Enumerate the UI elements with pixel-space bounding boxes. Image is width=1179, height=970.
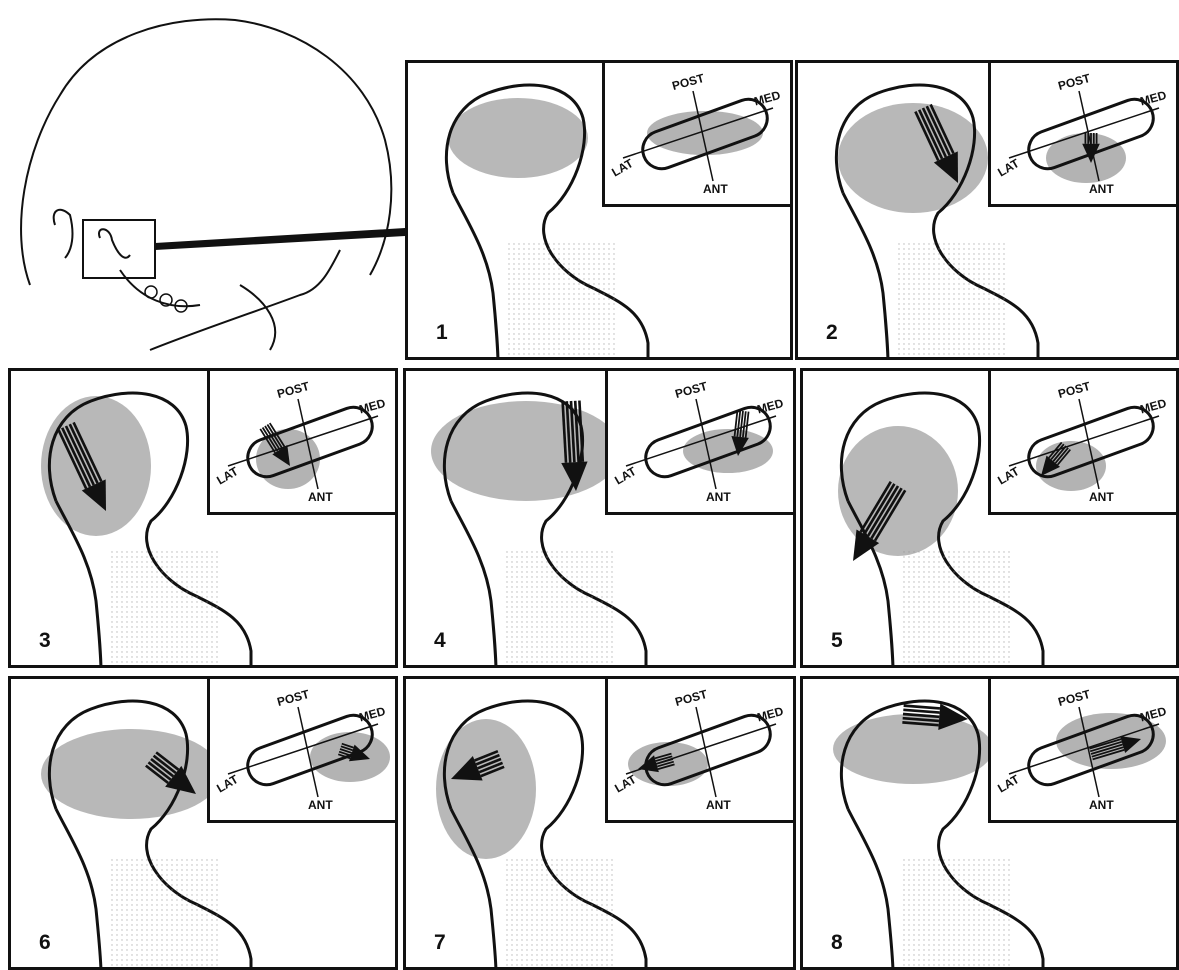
label-lat: LAT [214,772,241,796]
label-ant: ANT [308,490,333,504]
orientation-inset: POST MED LAT ANT [605,371,793,515]
label-ant: ANT [1089,798,1114,812]
panel-number: 3 [39,629,51,653]
label-med: MED [1138,396,1168,417]
label-ant: ANT [1089,490,1114,504]
label-med: MED [357,396,387,417]
shaded-region [838,103,988,213]
shaded-region [41,396,151,536]
label-post: POST [671,71,707,93]
label-post: POST [276,379,312,401]
label-med: MED [755,396,785,417]
panel-number: 5 [831,629,843,653]
cheek-outline [240,285,275,350]
neck-outline [453,193,498,360]
ear-outline [54,210,73,258]
bone-texture [506,551,616,668]
panel-number: 2 [826,321,838,345]
orientation-inset: POST MED LAT ANT [988,679,1176,823]
label-lat: LAT [609,156,636,180]
neck-outline [843,193,888,360]
neck-outline [56,809,101,970]
label-med: MED [1138,704,1168,725]
label-ant: ANT [706,798,731,812]
orientation-inset: POST MED LAT ANT [207,679,395,823]
label-lat: LAT [995,156,1022,180]
neck-outline [451,501,496,668]
orientation-inset: POST MED LAT ANT [988,63,1176,207]
bone-texture [898,243,1008,360]
label-lat: LAT [995,772,1022,796]
label-post: POST [276,687,312,709]
head-sketch [0,0,420,360]
label-med: MED [1138,88,1168,109]
panel-number: 1 [436,321,448,345]
label-ant: ANT [706,490,731,504]
label-lat: LAT [612,464,639,488]
label-med: MED [755,704,785,725]
diagram-panel-2: POST MED LAT ANT 2 [795,60,1179,360]
diagram-panel-4: POST MED LAT ANT 4 [403,368,796,668]
label-post: POST [674,687,710,709]
label-lat: LAT [214,464,241,488]
orientation-inset: POST MED LAT ANT [602,63,790,207]
orientation-inset: POST MED LAT ANT [605,679,793,823]
diagram-panel-8: POST MED LAT ANT 8 [800,676,1179,970]
label-post: POST [1057,379,1093,401]
label-post: POST [674,379,710,401]
label-post: POST [1057,687,1093,709]
diagram-panel-5: POST MED LAT ANT 5 [800,368,1179,668]
label-ant: ANT [308,798,333,812]
diagram-panel-7: POST MED LAT ANT 7 [403,676,796,970]
label-lat: LAT [995,464,1022,488]
diagram-panel-1: POST MED LAT ANT 1 [405,60,793,360]
diagram-panel-6: POST MED LAT ANT 6 [8,676,398,970]
condyle-sketch [99,229,130,257]
orientation-inset: POST MED LAT ANT [207,371,395,515]
label-ant: ANT [703,182,728,196]
bone-texture [111,551,221,668]
bone-texture [903,551,1013,668]
bone-texture [508,243,618,360]
diagram-panel-3: POST MED LAT ANT 3 [8,368,398,668]
shaded-region [41,729,221,819]
panel-number: 7 [434,931,446,955]
label-ant: ANT [1089,182,1114,196]
zoom-beam [155,228,405,250]
bone-texture [506,859,616,970]
orientation-inset: POST MED LAT ANT [988,371,1176,515]
bone-texture [903,859,1013,970]
shaded-region [448,98,588,178]
panel-number: 6 [39,931,51,955]
shaded-region [431,401,621,501]
label-med: MED [357,704,387,725]
panel-number: 8 [831,931,843,955]
label-post: POST [1057,71,1093,93]
zoom-box [83,220,155,278]
neck-outline [848,809,893,970]
panel-number: 4 [434,629,446,653]
bone-texture [111,859,221,970]
label-med: MED [752,88,782,109]
